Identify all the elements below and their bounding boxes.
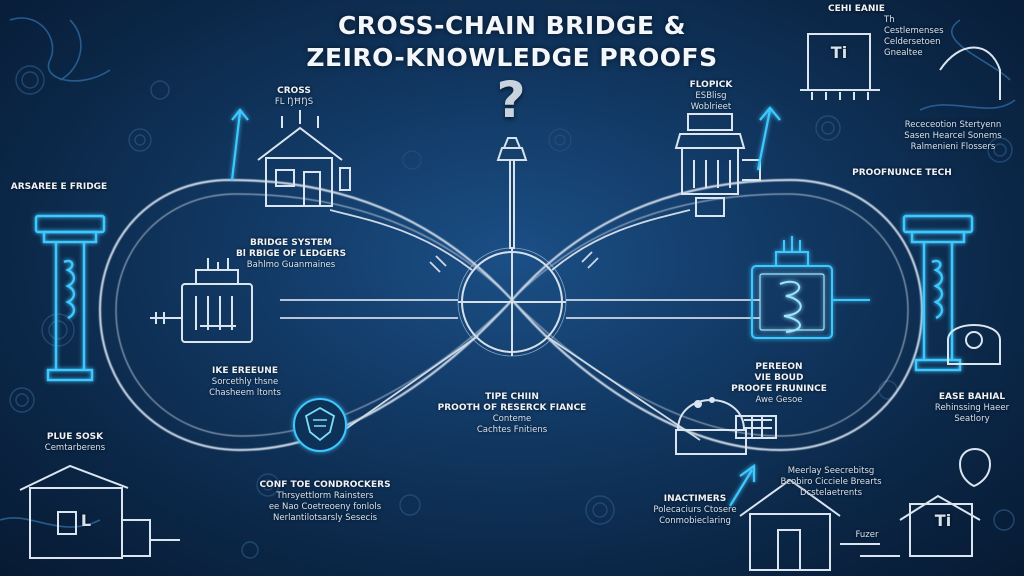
label-cross: CROSS FL ŊĦŊS [264,86,324,108]
label-proof-tech-line-1: PROOFNUNCE TECH [852,168,952,178]
bottom-left-house-icon [19,464,180,559]
title-line-2: ZEIRO-KNOWLEDGE PROOFS [306,43,718,72]
label-cross-line-1: CROSS [277,86,311,96]
label-trb-line-2: Th Cestlemenses [884,15,944,36]
label-pereeon-line-2: VIE BOUD [754,373,804,383]
label-trt-line-3: Ralmenieni Flossers [910,142,996,152]
label-pereeon-line-4: Awe Gesoe [755,395,803,405]
left-cyan-pillar-icon [34,214,106,382]
label-fuzer: Fuzer [842,530,892,541]
box-letter-top-right: Ti [830,43,848,62]
label-ike-line-1: IKE EREEUNE [212,366,278,376]
right-glowing-machine-icon [751,236,870,339]
label-pereeon-line-3: PROOFE FRUNINCE [731,384,827,394]
house-letter-left: L [80,511,92,530]
title-line-1: CROSS-CHAIN BRIDGE & [337,11,687,40]
label-br-line-2: Bcobiro Cicciele Brearts [780,477,882,487]
label-conf-line-1: CONF TOE CONDROCKERS [259,480,391,490]
label-bottom-right: Meerlay Seecrebitsg Bcobiro Cicciele Bre… [756,466,906,499]
label-ease-line-3: Seatlory [954,414,990,424]
label-ease: EASE BAHIAL Rehinssing Haeer Seatlory [922,392,1022,425]
label-ease-line-1: EASE BAHIAL [938,392,1006,402]
left-server-icon [150,258,253,343]
label-top-right-text: Receceotion Stertyenn Sasen Hearcel Sone… [888,120,1018,153]
right-cyan-pillar-icon [902,214,974,372]
label-proof-tech: PROOFNUNCE TECH [842,168,962,179]
central-tower [496,137,528,249]
page-title: CROSS-CHAIN BRIDGE & ZEIRO-KNOWLEDGE PRO… [262,10,762,74]
label-bridge-line-3: Bahlmo Guanmaines [246,260,336,270]
bottom-right-house-icon [739,478,981,571]
label-br-line-3: Dcstelaetrents [799,488,863,498]
label-inactimers-line-2: Polecaciurs Ctosere [653,505,737,515]
label-trb-line-4: Gnealtee [884,48,923,58]
label-conf-line-4: Nerlantilotsarsly Sesecis [272,513,378,523]
background-wires [0,17,1016,528]
label-trb-line-3: Celdersetoen [884,37,941,47]
label-plue-line-1: PLUE SOSK [46,432,104,442]
house-letter-right: Ti [934,511,952,530]
label-flopick: FLOPICK ESBlisg Woblrieet [676,80,746,113]
label-bridge-system: BRIDGE SYSTEM Bl RBIGE OF LEDGERS Bahlmo… [226,238,356,271]
label-bridge-line-1: BRIDGE SYSTEM [249,238,332,248]
label-arsaree-line-1: ARSAREE E FRIDGE [10,182,108,192]
label-fuzer-line-1: Fuzer [855,530,879,540]
right-dome-icon [675,397,777,455]
label-flopick-line-1: FLOPICK [689,80,733,90]
label-ike-line-3: Chasheem ltonts [209,388,281,398]
shield-emblem-icon [293,398,347,452]
label-plue-sosk: PLUE SOSK Cemtarberens [30,432,120,454]
label-ease-line-2: Rehinssing Haeer [934,403,1010,413]
label-conf-line-2: Thrsyettlorm Rainsters [276,491,374,501]
label-conf-line-3: ee Nao Coetreoeny fonlols [268,502,382,512]
label-pereeon-line-1: PEREEON [755,362,803,372]
label-center-line-2: PROOTH OF RESERCK FIANCE [437,403,587,413]
label-trt-line-1: Receceotion Stertyenn [904,120,1002,130]
label-cross-line-2: FL ŊĦŊS [274,97,314,107]
label-arsaree: ARSAREE E FRIDGE [4,182,114,193]
label-trb-line-1: CEHI EANIE [828,4,885,14]
label-top-right-box: CEHI EANIE Th Cestlemenses Celdersetoen … [818,4,944,59]
right-gear-badge-icon [947,324,1001,488]
left-house-icon [257,110,351,207]
label-flopick-line-2: ESBlisg [695,91,727,101]
label-inactimers-line-1: INACTIMERS [663,494,727,504]
label-center-line-3: Conteme [492,414,532,424]
label-center-line-1: TIPE CHIIN [485,392,539,402]
cyan-arrows [230,106,781,507]
label-inactimers: INACTIMERS Polecaciurs Ctosere Conmobiec… [640,494,750,527]
label-trt-line-2: Sasen Hearcel Sonems [904,131,1002,141]
label-br-line-1: Meerlay Seecrebitsg [787,466,875,476]
label-ike-ereeune: IKE EREEUNE Sorcethly thsne Chasheem lto… [190,366,300,399]
label-inactimers-line-3: Conmobieclaring [659,516,731,526]
label-ike-line-2: Sorcethly thsne [211,377,279,387]
label-center-line-4: Cachtes Fnitiens [476,425,548,435]
label-conf: CONF TOE CONDROCKERS Thrsyettlorm Rainst… [250,480,400,524]
label-flopick-line-3: Woblrieet [690,102,732,112]
background-circle-glyphs [9,65,1015,559]
label-pereeon: PEREEON VIE BOUD PROOFE FRUNINCE Awe Ges… [724,362,834,406]
right-top-machine-icon [674,113,761,217]
label-center: TIPE CHIIN PROOTH OF RESERCK FIANCE Cont… [432,392,592,436]
central-hub [457,247,567,357]
label-bridge-line-2: Bl RBIGE OF LEDGERS [235,249,347,259]
question-mark-icon: ? [496,71,526,129]
top-right-box-icon [800,33,1001,100]
label-plue-line-2: Cemtarberens [44,443,106,453]
